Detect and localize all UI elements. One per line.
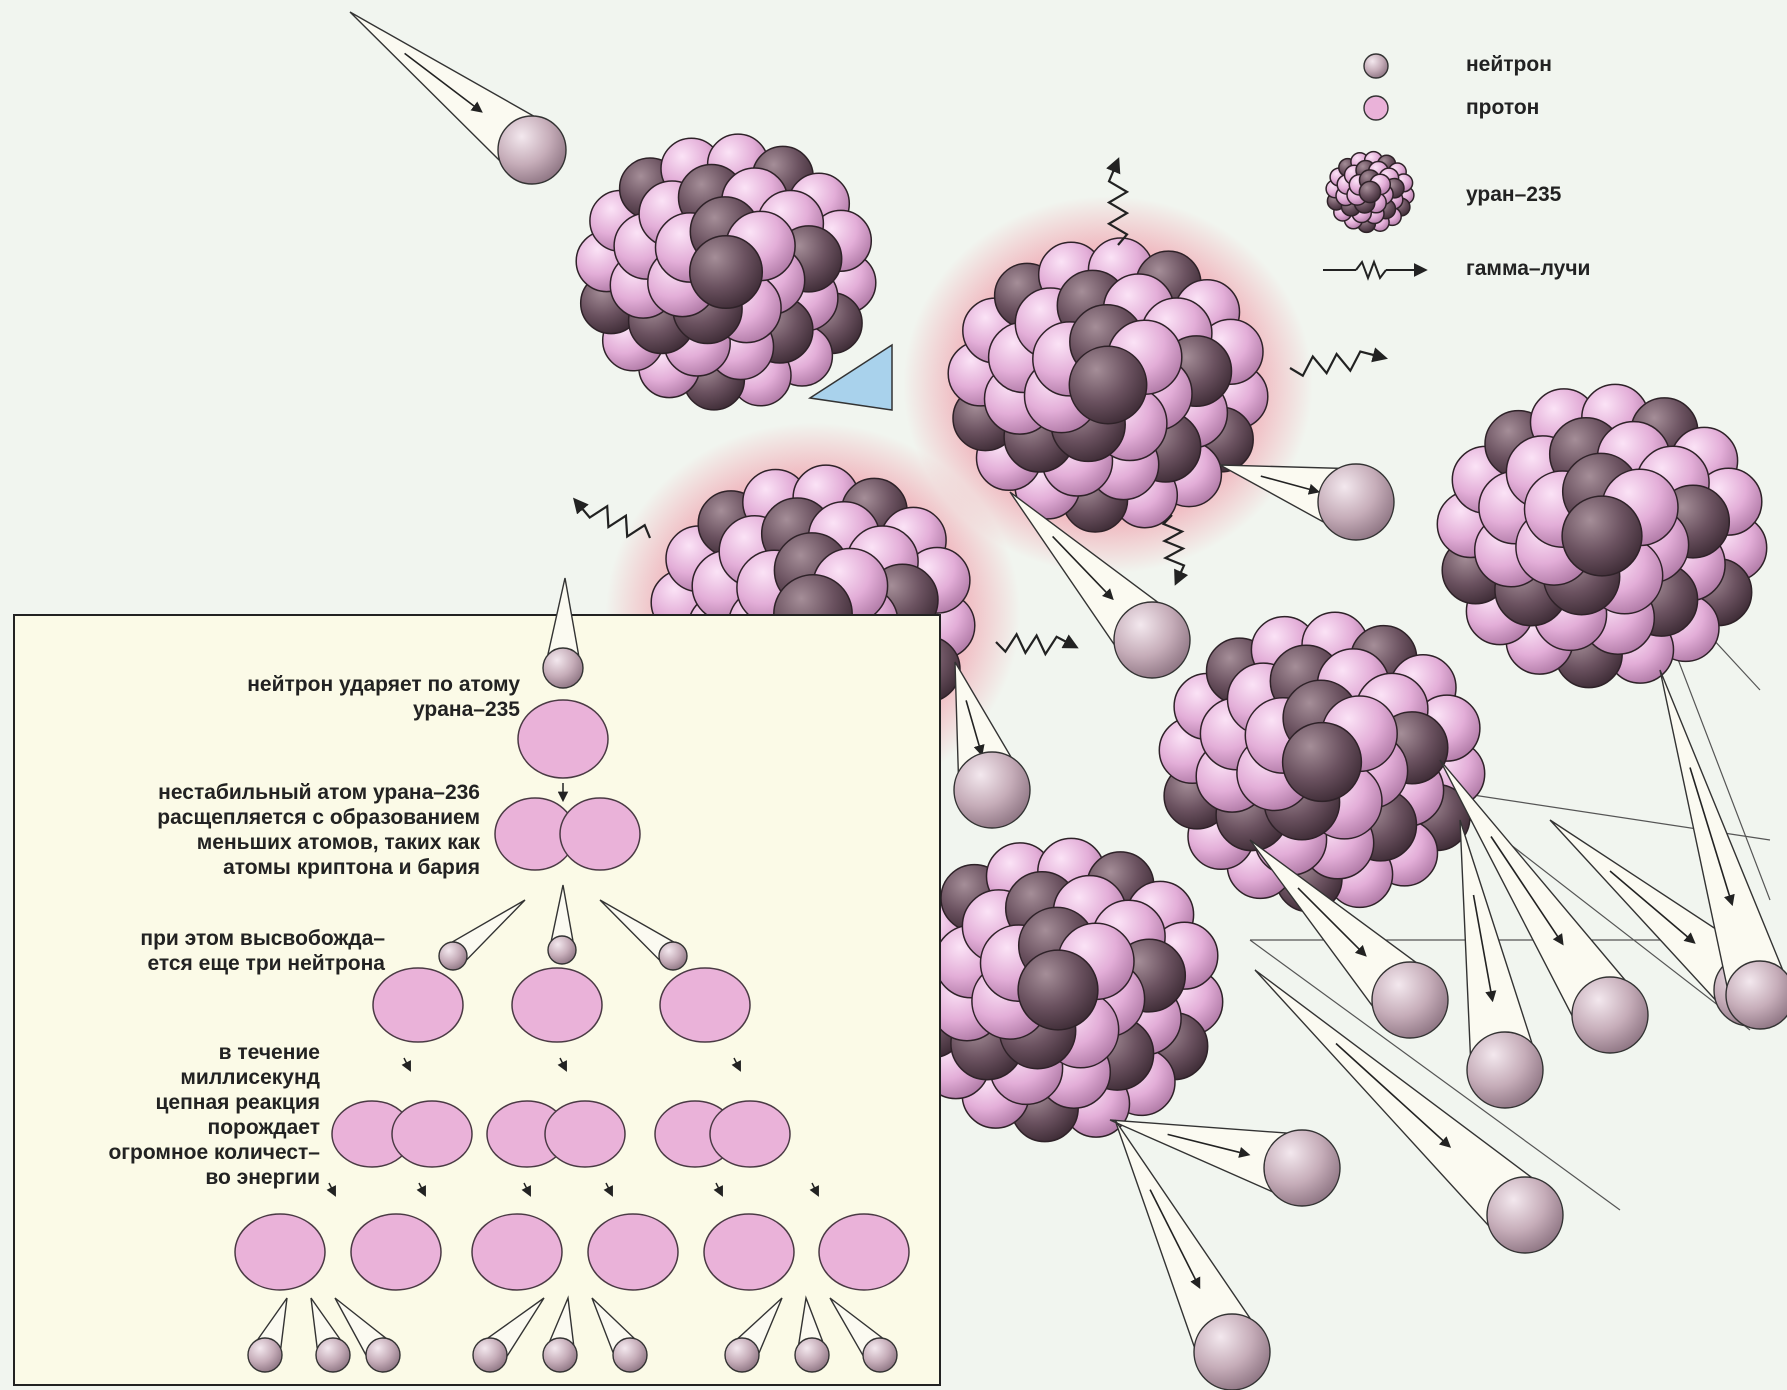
uranium-atom (512, 968, 602, 1042)
neutron-ball (1487, 1177, 1563, 1253)
neutron-ball (659, 942, 687, 970)
legend-uranium-icon (1326, 152, 1414, 233)
legend-gamma-icon (1323, 262, 1425, 278)
uranium-nucleus (1437, 384, 1766, 687)
uranium-atom (704, 1214, 794, 1290)
neutron-ball (954, 752, 1030, 828)
neutron-particle (1562, 496, 1642, 576)
uranium-235-atom (518, 700, 608, 778)
neutron-ball (795, 1338, 829, 1372)
neutron-ball (498, 116, 566, 184)
uranium-atom (235, 1214, 325, 1290)
neutron-ball (725, 1338, 759, 1372)
uranium-nucleus (893, 838, 1222, 1141)
neutron-ball (1372, 962, 1448, 1038)
neutron-ball (439, 942, 467, 970)
legend-neutron-icon (1364, 54, 1388, 78)
neutron-ball (1114, 602, 1190, 678)
neutron-ball (1726, 961, 1787, 1029)
neutron-particle (1069, 346, 1146, 423)
neutron-ball (863, 1338, 897, 1372)
step-chain-reaction-label: в течение миллисекунд цепная реакция пор… (20, 1040, 320, 1190)
uranium-atom (351, 1214, 441, 1290)
neutron-ball (366, 1338, 400, 1372)
step-split-label: нестабильный атом урана–236 расщепляется… (20, 780, 480, 880)
direction-arrow-icon (1336, 1044, 1449, 1147)
uranium-nucleus (1159, 612, 1484, 912)
splitting-atom-right (710, 1101, 790, 1167)
neutron-ball (1194, 1314, 1270, 1390)
legend-proton-icon (1364, 96, 1388, 120)
uranium-atom (472, 1214, 562, 1290)
neutron-ball (1467, 1032, 1543, 1108)
uranium-atom (588, 1214, 678, 1290)
legend-proton-label: протон (1466, 96, 1539, 120)
neutron-ball (613, 1338, 647, 1372)
legend-neutron-label: нейтрон (1466, 53, 1552, 77)
legend-uranium-label: уран–235 (1466, 183, 1561, 207)
uranium-atom (373, 968, 463, 1042)
splitting-atom-right (392, 1101, 472, 1167)
splitting-atom-right (560, 798, 640, 870)
neutron-particle (1018, 950, 1098, 1030)
neutron-ball (248, 1338, 282, 1372)
neutron-ball (1318, 464, 1394, 540)
uranium-atom (819, 1214, 909, 1290)
moving-neutron (350, 12, 566, 184)
neutron-ball (543, 648, 583, 688)
splitting-atom-right (545, 1101, 625, 1167)
uranium-atom (660, 968, 750, 1042)
uranium-nucleus (576, 134, 876, 410)
neutron-ball (543, 1338, 577, 1372)
neutron-ball (1572, 977, 1648, 1053)
neutron-ball (316, 1338, 350, 1372)
neutron-ball (473, 1338, 507, 1372)
neutron-ball (1264, 1130, 1340, 1206)
neutron-particle (1283, 723, 1362, 802)
neutron-particle (1359, 181, 1380, 202)
neutron-ball (548, 936, 576, 964)
neutron-particle (690, 236, 763, 309)
step-three-neutrons-label: при этом высвобожда– ется еще три нейтро… (20, 926, 385, 976)
step-neutron-strikes-label: нейтрон ударяет по атому урана–235 (110, 672, 520, 722)
legend-gamma-label: гамма–лучи (1466, 257, 1590, 281)
